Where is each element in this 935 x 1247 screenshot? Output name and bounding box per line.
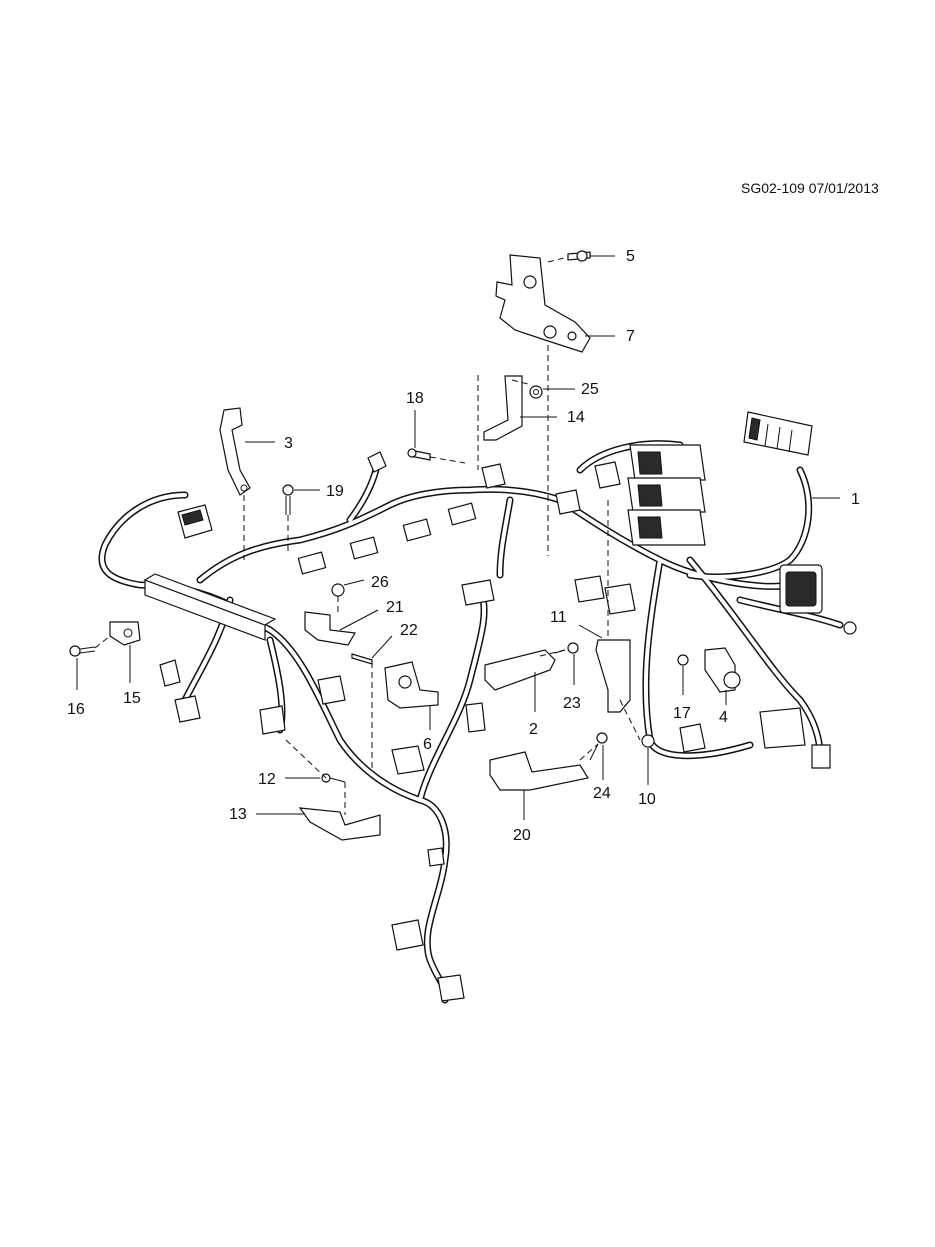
callout-5: 5	[626, 248, 635, 265]
callout-1: 1	[851, 491, 860, 508]
bracket-6	[384, 661, 439, 709]
callouts: 5 7 25 14 18 3 19 1 26 21 22 11 16 15 2 …	[67, 248, 860, 844]
bolt-18	[407, 448, 431, 461]
callout-3: 3	[284, 435, 293, 452]
stud-22	[351, 653, 373, 665]
callout-25: 25	[581, 381, 599, 398]
bracket-4	[704, 647, 741, 693]
diagram-reference: SG02-109 07/01/2013	[741, 180, 879, 196]
callout-2: 2	[529, 721, 538, 738]
bracket-2	[484, 649, 556, 691]
callout-19: 19	[326, 483, 344, 500]
callout-20: 20	[513, 827, 531, 844]
callout-16: 16	[67, 701, 85, 718]
bolt-24	[589, 732, 608, 761]
callout-21: 21	[386, 599, 404, 616]
callout-11: 11	[550, 609, 567, 626]
relay-block	[627, 444, 706, 546]
upper-left-connector	[177, 504, 213, 539]
bolt-19	[282, 484, 294, 515]
ecm-connector	[743, 411, 813, 456]
callout-23: 23	[563, 695, 581, 712]
callout-7: 7	[626, 328, 635, 345]
injector-connectors	[297, 502, 477, 575]
bracket-13	[298, 807, 381, 841]
alignment-lines	[94, 256, 641, 815]
callout-24: 24	[593, 785, 611, 802]
callout-15: 15	[123, 690, 141, 707]
bracket-14	[483, 375, 523, 441]
callout-10: 10	[638, 791, 656, 808]
nut-26	[331, 583, 345, 597]
callout-17: 17	[673, 705, 691, 722]
nut-25	[529, 385, 543, 399]
bracket-21	[304, 611, 356, 646]
bracket-3	[219, 407, 251, 496]
engine-wiring-harness	[98, 411, 857, 1004]
callout-14: 14	[567, 409, 585, 426]
nut-10	[641, 734, 655, 748]
bracket-20	[489, 751, 589, 791]
right-square-connector	[779, 564, 823, 614]
bracket-11	[595, 639, 631, 713]
bracket-15	[109, 621, 141, 646]
callout-26: 26	[371, 574, 389, 591]
callout-18: 18	[406, 390, 424, 407]
bolt-23	[554, 642, 579, 654]
callout-6: 6	[423, 736, 432, 753]
callout-12: 12	[258, 771, 276, 788]
bolt-5	[567, 250, 591, 262]
bolt-16	[69, 645, 96, 657]
bracket-7	[495, 254, 591, 353]
callout-13: 13	[229, 806, 247, 823]
callout-4: 4	[719, 709, 728, 726]
callout-22: 22	[400, 622, 418, 639]
nut-17	[677, 654, 689, 666]
